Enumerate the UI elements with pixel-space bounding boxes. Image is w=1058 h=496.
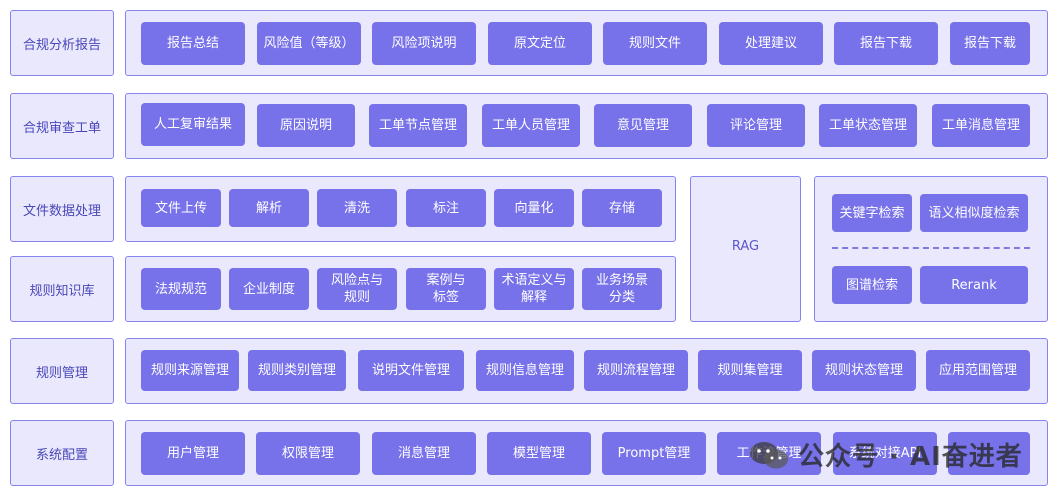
chip-rule-status[interactable]: 规则状态管理	[812, 350, 916, 391]
chip-rerank[interactable]: Rerank	[920, 266, 1028, 304]
watermark: 公众号 · AI奋进者	[748, 436, 1023, 473]
chip-message-mgmt[interactable]: 消息管理	[372, 432, 476, 475]
chip-semantic-search[interactable]: 语义相似度检索	[920, 194, 1028, 232]
chip-keyword-search[interactable]: 关键字检索	[832, 194, 912, 232]
chip-ruleset[interactable]: 规则集管理	[698, 350, 802, 391]
chip-report-download[interactable]: 报告下载	[834, 22, 938, 65]
chip-terminology[interactable]: 术语定义与 解释	[494, 268, 574, 310]
row-label-ticket: 合规审查工单	[10, 93, 114, 159]
chip-rule-flow[interactable]: 规则流程管理	[584, 350, 688, 391]
chip-handling-advice[interactable]: 处理建议	[719, 22, 823, 65]
chip-risk-rules[interactable]: 风险点与 规则	[317, 268, 397, 310]
chip-comment[interactable]: 评论管理	[707, 104, 805, 147]
chip-opinion[interactable]: 意见管理	[594, 104, 692, 147]
chip-rule-source[interactable]: 规则来源管理	[141, 350, 239, 391]
chip-sys-extra[interactable]	[948, 432, 1030, 475]
row-label-kb: 规则知识库	[10, 256, 114, 322]
chip-risk-item-desc[interactable]: 风险项说明	[372, 22, 476, 65]
chip-vectorize[interactable]: 向量化	[494, 189, 574, 227]
chip-rule-file[interactable]: 规则文件	[603, 22, 707, 65]
row-label-report: 合规分析报告	[10, 10, 114, 76]
watermark-text: 公众号 · AI奋进者	[798, 442, 1023, 472]
chip-risk-level[interactable]: 风险值（等级）	[257, 22, 361, 65]
rag-label: RAG	[731, 239, 760, 254]
chip-system-api[interactable]: 系统对接API	[833, 432, 937, 475]
chip-business-scenario[interactable]: 业务场景 分类	[582, 268, 662, 310]
chip-enterprise-policy[interactable]: 企业制度	[229, 268, 309, 310]
chip-storage[interactable]: 存储	[582, 189, 662, 227]
chip-source-locate[interactable]: 原文定位	[488, 22, 592, 65]
chip-permission-mgmt[interactable]: 权限管理	[256, 432, 360, 475]
chip-parse[interactable]: 解析	[229, 189, 309, 227]
chip-file-upload[interactable]: 文件上传	[141, 189, 221, 227]
chip-cases-tags[interactable]: 案例与 标签	[406, 268, 486, 310]
chip-rule-category[interactable]: 规则类别管理	[248, 350, 346, 391]
chip-ticket-node[interactable]: 工单节点管理	[369, 104, 467, 147]
chip-report-summary[interactable]: 报告总结	[141, 22, 245, 65]
chip-prompt-mgmt[interactable]: Prompt管理	[602, 432, 706, 475]
chip-doc-management[interactable]: 说明文件管理	[358, 350, 464, 391]
chip-scope[interactable]: 应用范围管理	[926, 350, 1030, 391]
chip-graph-search[interactable]: 图谱检索	[832, 266, 912, 304]
row-label-rules: 规则管理	[10, 338, 114, 404]
chip-ticket-staff[interactable]: 工单人员管理	[482, 104, 580, 147]
row-label-fileproc: 文件数据处理	[10, 176, 114, 242]
chip-rule-info[interactable]: 规则信息管理	[476, 350, 574, 391]
chip-ticket-status[interactable]: 工单状态管理	[819, 104, 917, 147]
chip-annotate[interactable]: 标注	[406, 189, 486, 227]
chip-manual-review[interactable]: 人工复审结果	[141, 103, 245, 146]
rag-panel: RAG	[690, 176, 801, 322]
chip-report-download-2[interactable]: 报告下载	[950, 22, 1030, 65]
chip-ticket-message[interactable]: 工单消息管理	[932, 104, 1030, 147]
wechat-icon	[750, 441, 788, 468]
chip-user-mgmt[interactable]: 用户管理	[141, 432, 245, 475]
chip-clean[interactable]: 清洗	[317, 189, 397, 227]
chip-model-mgmt[interactable]: 模型管理	[487, 432, 591, 475]
chip-reason[interactable]: 原因说明	[257, 104, 355, 147]
chip-regulations[interactable]: 法规规范	[141, 268, 221, 310]
row-label-sys: 系统配置	[10, 420, 114, 486]
retrieval-divider	[832, 247, 1030, 249]
